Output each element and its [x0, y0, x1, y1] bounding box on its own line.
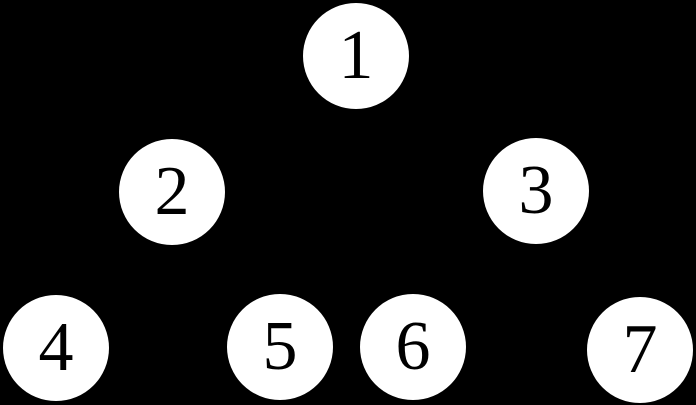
tree-node-1: 1 — [303, 3, 409, 109]
tree-node-2: 2 — [119, 139, 225, 245]
tree-node-4: 4 — [3, 295, 109, 401]
node-label: 3 — [518, 152, 554, 229]
node-label: 2 — [154, 153, 190, 230]
tree-node-3: 3 — [483, 138, 589, 244]
node-label: 5 — [262, 308, 298, 385]
tree-node-5: 5 — [227, 294, 333, 400]
tree-node-6: 6 — [360, 294, 466, 400]
node-label: 4 — [38, 309, 74, 386]
tree-node-7: 7 — [587, 297, 693, 403]
node-label: 7 — [622, 311, 658, 388]
node-label: 1 — [338, 17, 374, 94]
node-label: 6 — [395, 308, 431, 385]
